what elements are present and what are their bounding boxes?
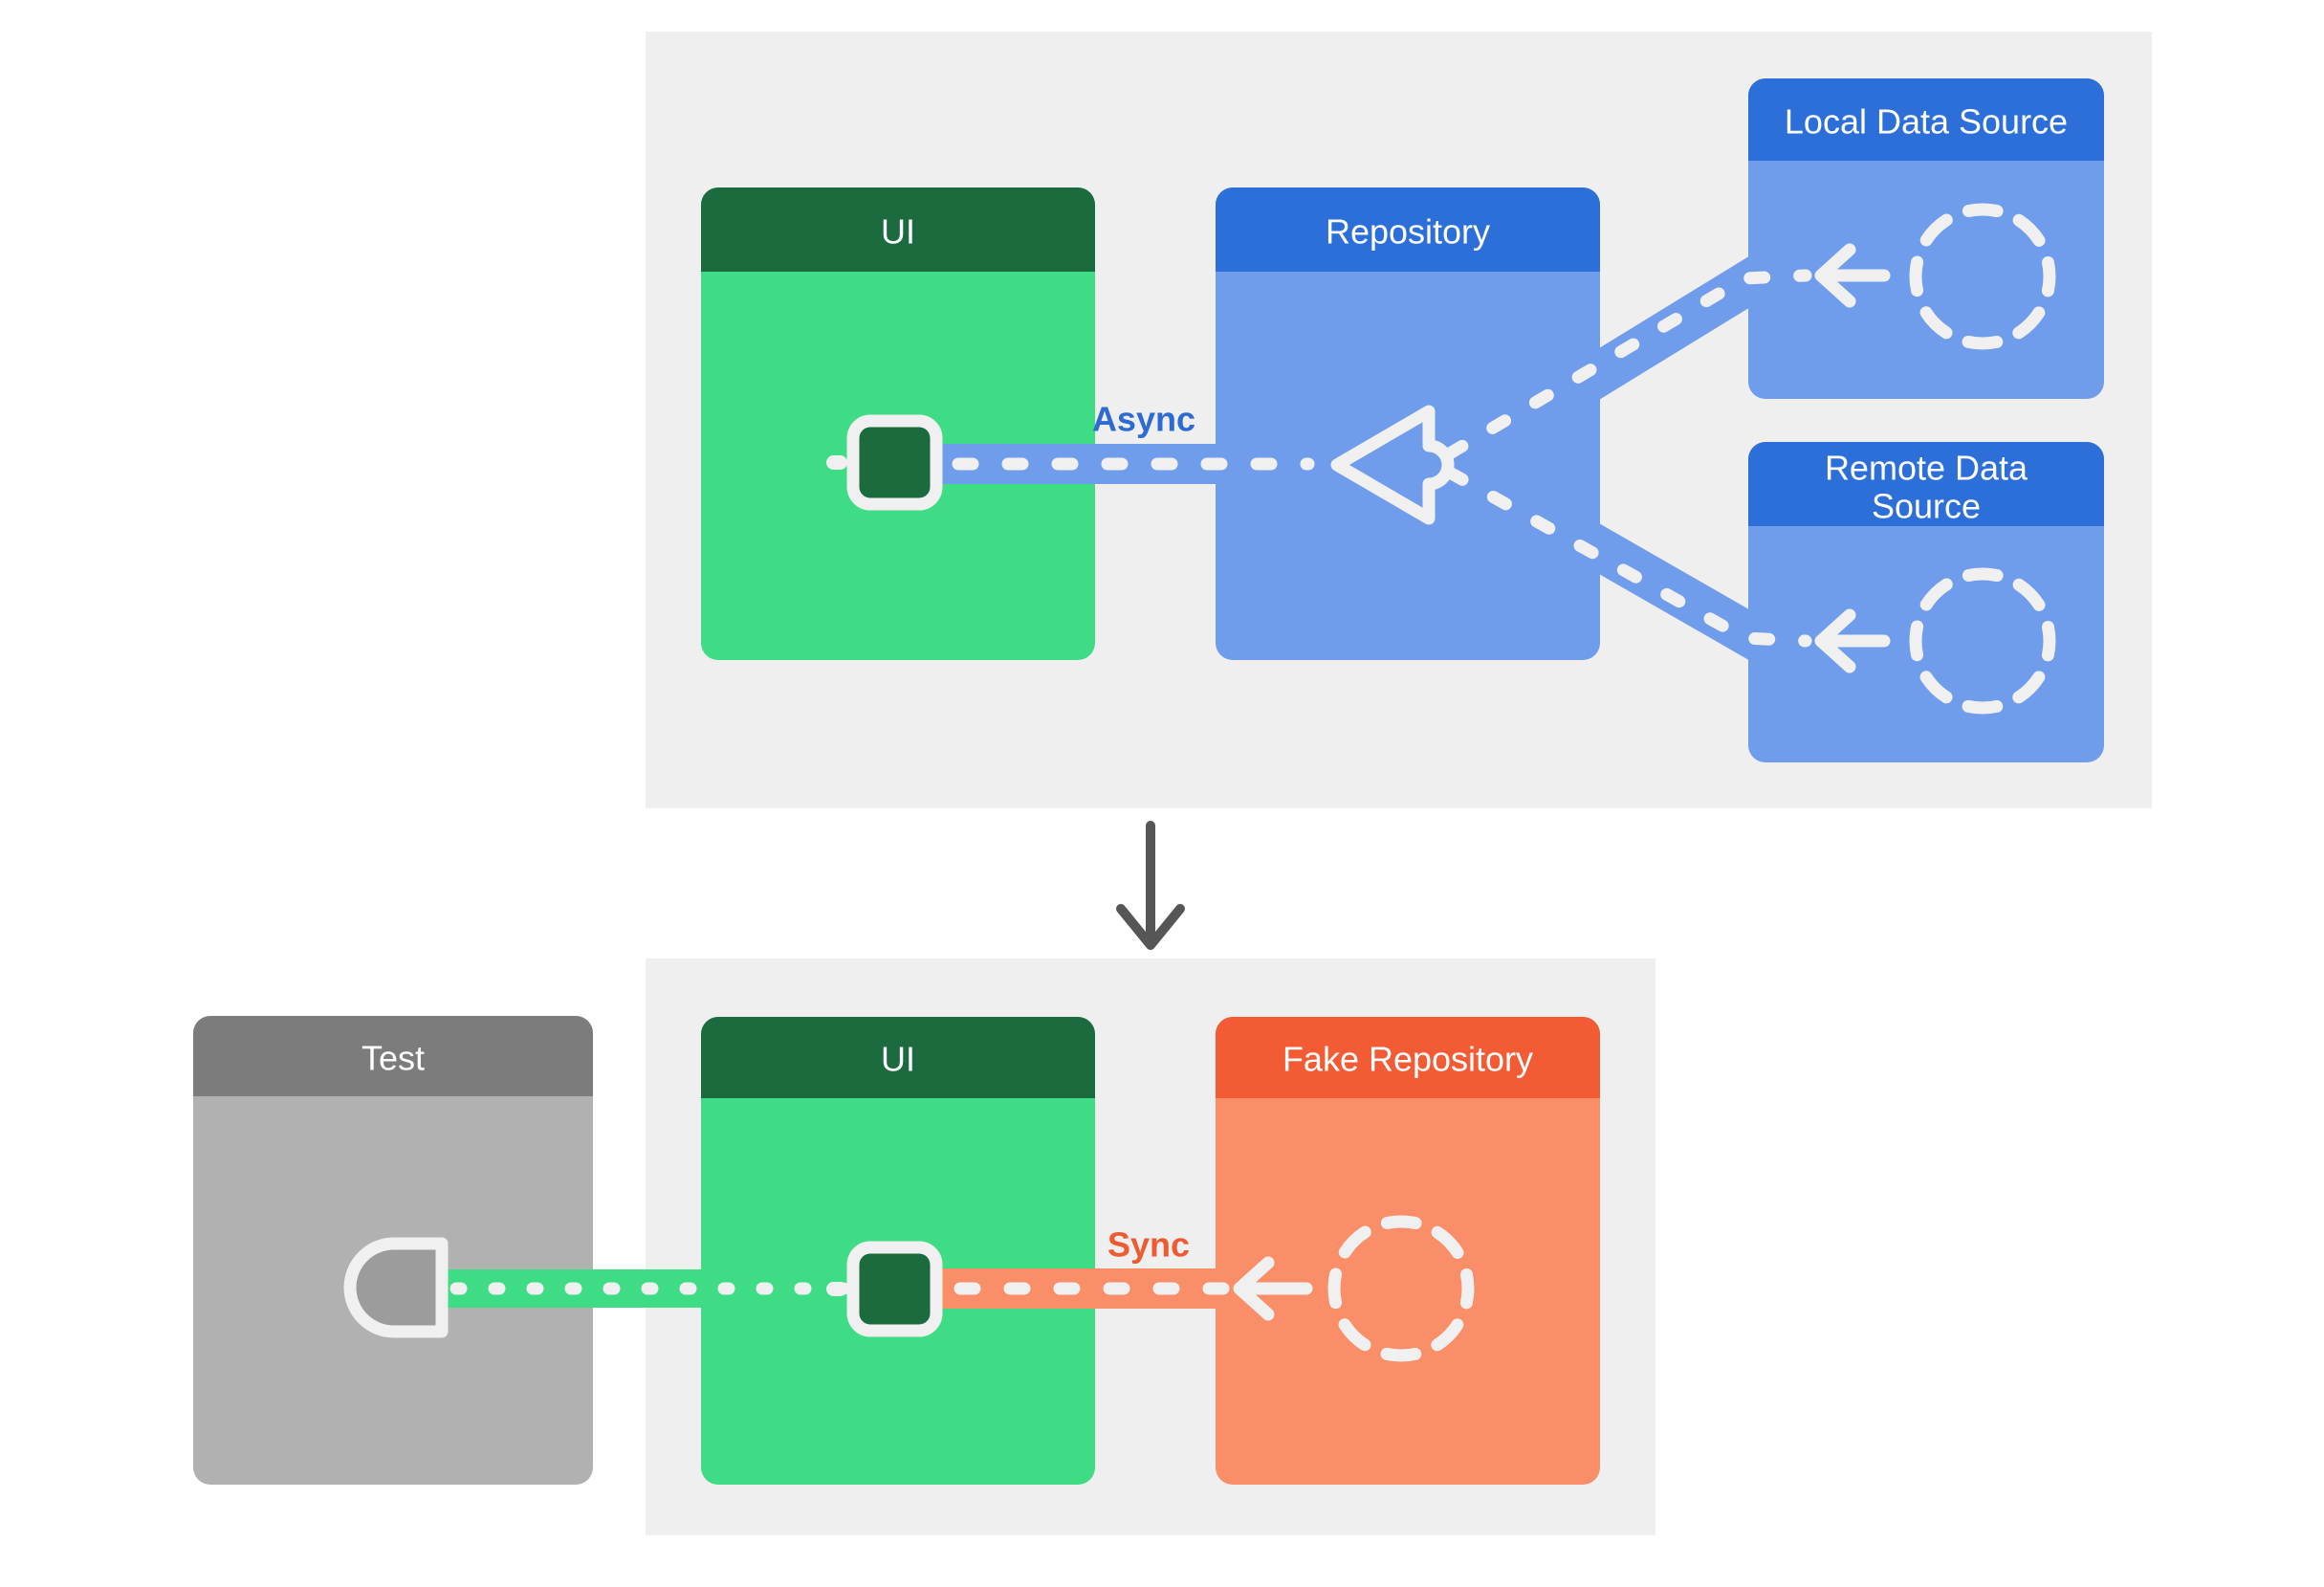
ui-card-test-header (701, 1017, 1095, 1098)
fake-repository-flow (1233, 1215, 1475, 1362)
ui-card-test-title: UI (881, 1040, 915, 1079)
ui-connector-test (826, 1241, 943, 1337)
sync-label: Sync (1107, 1225, 1190, 1265)
local-data-source-header (1748, 78, 2104, 161)
socket-icon (343, 1237, 449, 1338)
remote-data-source-title-line2: Source (1872, 487, 1981, 526)
connector-square-icon (846, 1241, 943, 1337)
ui-connector (826, 414, 943, 511)
repository-card-title: Repository (1326, 212, 1490, 252)
test-card-title: Test (362, 1039, 425, 1078)
left-arrow-icon (1814, 243, 1856, 308)
fake-repository-body (1216, 1017, 1600, 1485)
fake-repository-title: Fake Repository (1283, 1040, 1533, 1079)
async-label: Async (1092, 400, 1195, 439)
dashed-circle-icon (1909, 567, 2056, 715)
remote-data-source-title-line1: Remote Data (1825, 449, 2028, 488)
ui-card-header (701, 187, 1095, 272)
ui-card-title: UI (881, 212, 915, 252)
connector-left-nub (826, 1282, 847, 1296)
remote-source-flow (1814, 567, 2056, 715)
connector-left-nub (826, 455, 847, 470)
local-source-flow (1814, 203, 2056, 350)
left-arrow-icon (1814, 608, 1856, 673)
fake-repository-card: Fake Repository (1216, 1017, 1600, 1485)
local-dashed-flow (1443, 269, 1812, 460)
merge-triangle-icon (1330, 405, 1455, 525)
remote-dashed-flow (1443, 466, 1812, 648)
repository-card-header (1216, 187, 1600, 272)
local-data-source-title: Local Data Source (1785, 102, 2068, 142)
down-arrow-icon (1116, 821, 1185, 950)
connector-square-icon (846, 414, 943, 511)
remote-data-source-header (1748, 442, 2104, 526)
down-arrow-head (1116, 904, 1185, 950)
dashed-circle-icon (1327, 1215, 1475, 1362)
left-arrow-icon (1233, 1256, 1275, 1321)
test-card-header (193, 1016, 593, 1096)
fake-repository-header (1216, 1017, 1600, 1098)
dashed-circle-icon (1909, 203, 2056, 350)
